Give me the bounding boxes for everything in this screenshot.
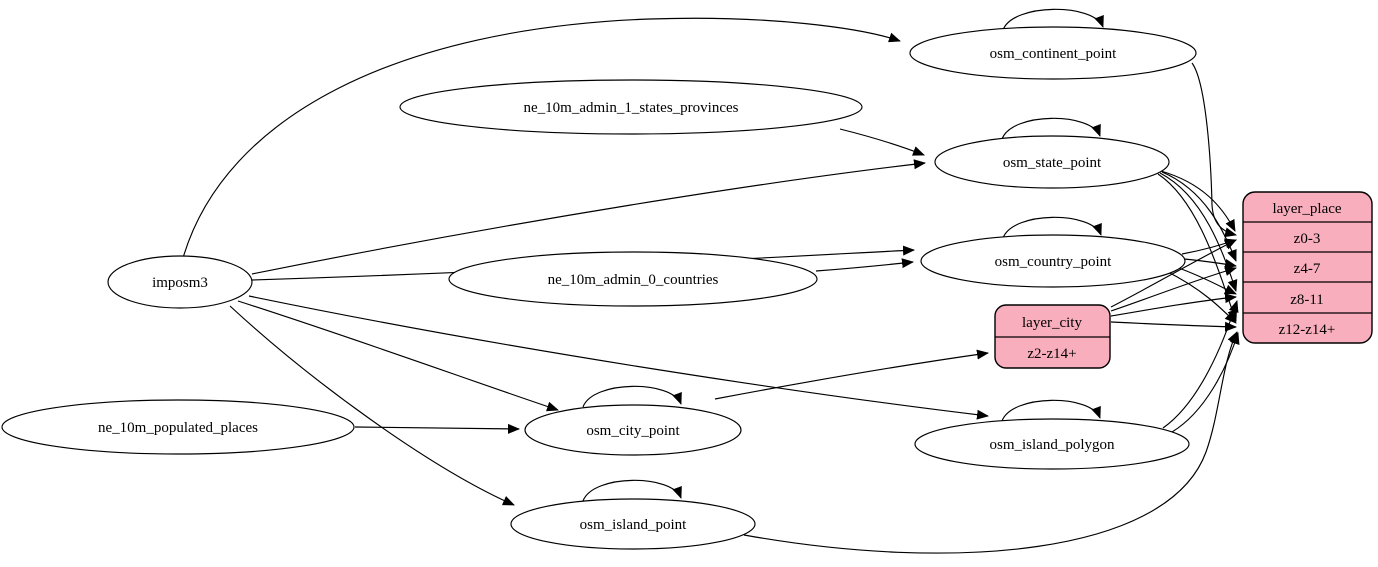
node-imposm3-label: imposm3 (152, 275, 208, 291)
node-osm_country_point: osm_country_point (920, 234, 1186, 288)
edge-ne_10m_admin_0_countries-to-osm_country_point (815, 258, 914, 272)
node-osm_island_polygon-shape (914, 418, 1190, 470)
edge-layer (182, 8, 1240, 554)
node-imposm3-shape (107, 255, 253, 309)
node-ne_10m_admin_1_states_provinces-shape (399, 79, 863, 135)
node-ne_10m_populated_places-shape (1, 399, 355, 455)
record-layer_place-title: layer_place (1272, 201, 1341, 217)
record-layer_place-row-z4-7: z4-7 (1294, 261, 1321, 277)
node-osm_island_polygon-label: osm_island_polygon (989, 437, 1115, 453)
node-imposm3: imposm3 (107, 255, 253, 309)
node-osm_continent_point-label: osm_continent_point (990, 46, 1117, 62)
edge-layer_city-to-layer_place-z4-7 (1110, 266, 1237, 312)
node-ne_10m_admin_0_countries-label: ne_10m_admin_0_countries (548, 272, 719, 288)
edge-imposm3-to-osm_city_point (237, 300, 559, 412)
node-layer: imposm3 ne_10m_admin_1_states_provinces … (1, 26, 1197, 550)
self-loop-osm_city_point (582, 385, 682, 408)
node-ne_10m_populated_places-label: ne_10m_populated_places (98, 420, 258, 436)
self-loop-osm_country_point (1002, 216, 1102, 239)
node-osm_island_point-label: osm_island_point (580, 517, 688, 533)
edge-osm_country_point-to-layer_place-z4-7 (1183, 258, 1237, 269)
node-osm_country_point-shape (920, 234, 1186, 288)
edge-imposm3-to-osm_continent_point (182, 17, 901, 259)
node-osm_state_point-shape (934, 135, 1170, 189)
edge-layer_city-to-layer_place-z0-3 (1110, 239, 1237, 308)
self-loop-osm_state_point (1001, 117, 1101, 140)
record-layer_city-row-z2-z14: z2-z14+ (1027, 346, 1076, 362)
edge-osm_island_polygon-to-layer_place-z12-z14 (1171, 332, 1240, 433)
node-ne_10m_admin_1_states_provinces-label: ne_10m_admin_1_states_provinces (524, 100, 739, 116)
record-layer_city: layer_city z2-z14+ (994, 304, 1111, 369)
node-ne_10m_admin_0_countries: ne_10m_admin_0_countries (448, 251, 818, 307)
edge-layer_city-to-layer_place-z12-z14 (1110, 321, 1237, 332)
node-osm_island_polygon: osm_island_polygon (914, 418, 1190, 470)
edge-layer_city-to-layer_place-z8-11 (1110, 293, 1237, 317)
edge-ne_10m_populated_places-to-osm_city_point (354, 423, 520, 434)
node-ne_10m_admin_1_states_provinces: ne_10m_admin_1_states_provinces (399, 79, 863, 135)
record-layer_place-row-z0-3: z0-3 (1294, 231, 1321, 247)
node-osm_city_point-shape (524, 404, 742, 456)
node-osm_city_point: osm_city_point (524, 404, 742, 456)
record-layer_city-title: layer_city (1022, 315, 1082, 331)
edge-osm_island_polygon-to-layer_place-z8-11 (1162, 300, 1239, 429)
record-layer_place-box (1242, 191, 1373, 344)
self-loop-osm_continent_point (1002, 8, 1104, 31)
edge-imposm3-to-osm_island_point (229, 305, 515, 506)
edge-osm_state_point-to-layer_place-z0-3 (1160, 170, 1236, 232)
edge-osm_state_point-to-layer_place-z8-11 (1159, 172, 1238, 292)
edge-imposm3-to-osm_state_point (251, 159, 926, 275)
node-osm_state_point-label: osm_state_point (1003, 155, 1102, 171)
edge-osm_island_point-to-layer_place-z12-z14 (743, 331, 1238, 554)
edge-osm_country_point-to-layer_place-z8-11 (1175, 266, 1237, 295)
edge-osm_city_point-to-layer_city-z2-z14 (714, 349, 989, 400)
node-osm_city_point-label: osm_city_point (586, 423, 680, 439)
record-layer_place: layer_place z0-3 z4-7 z8-11 z12-z14+ (1242, 191, 1373, 344)
node-osm_island_point-shape (510, 498, 756, 550)
edge-imposm3-to-osm_island_polygon (248, 295, 989, 420)
node-osm_continent_point: osm_continent_point (909, 26, 1197, 80)
node-osm_island_point: osm_island_point (510, 498, 756, 550)
node-osm_country_point-label: osm_country_point (995, 254, 1112, 270)
node-osm_continent_point-shape (909, 26, 1197, 80)
edge-ne_10m_admin_1_states_provinces-to-osm_state_point (839, 128, 925, 156)
node-ne_10m_admin_0_countries-shape (448, 251, 818, 307)
self-loop-osm_island_point (582, 479, 682, 502)
node-osm_state_point: osm_state_point (934, 135, 1170, 189)
record-layer_place-row-z12-z14: z12-z14+ (1279, 322, 1336, 338)
self-loop-osm_island_polygon (1001, 399, 1101, 422)
record-layer_place-row-z8-11: z8-11 (1290, 292, 1324, 308)
node-ne_10m_populated_places: ne_10m_populated_places (1, 399, 355, 455)
edge-osm_state_point-to-layer_place-z4-7 (1161, 171, 1237, 262)
